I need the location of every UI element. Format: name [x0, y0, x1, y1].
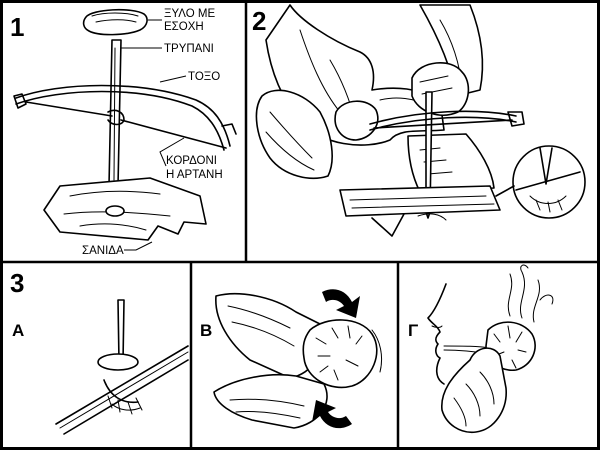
label-cord-line2: Η ΑΡΤΑΝΗ [166, 169, 223, 181]
label-socket-wood-line1: ΞΥΛΟ ΜΕ [164, 8, 215, 20]
step-a-letter: Α [12, 321, 24, 340]
panel-1: 1 [10, 8, 237, 257]
socket-wood-drawing [82, 8, 148, 36]
bow-drawing [13, 84, 237, 151]
step-b-letter: Β [200, 321, 212, 340]
panel-3: 3 Α Β [10, 264, 554, 435]
step-c-letter: Γ [408, 321, 418, 340]
label-board: ΣΑΝΙΔΑ [82, 245, 124, 257]
board-drawing [43, 177, 207, 241]
panel-1-leaders [121, 19, 187, 251]
panel-2-board [339, 185, 501, 237]
panel-2-bow-drill [369, 91, 525, 219]
step-a: Α [12, 299, 189, 435]
panel-1-number: 1 [10, 12, 24, 42]
label-bow: ΤΟΞΟ [188, 71, 220, 83]
step-b: Β [200, 289, 383, 429]
panel-2-number: 2 [252, 6, 266, 36]
panel-2: 2 [252, 4, 586, 237]
kneeling-person-drawing [255, 4, 495, 193]
panel-2-detail-inset [495, 145, 586, 219]
step-c: Γ [408, 264, 554, 434]
label-drill: ΤΡΥΠΑΝΙ [164, 43, 214, 55]
label-socket-wood-line2: ΕΣΟΧΗ [164, 21, 204, 33]
panel-3-number: 3 [10, 268, 24, 298]
label-cord-line1: ΚΟΡΔΟΝΙ [166, 155, 217, 167]
drill-drawing [108, 39, 122, 195]
